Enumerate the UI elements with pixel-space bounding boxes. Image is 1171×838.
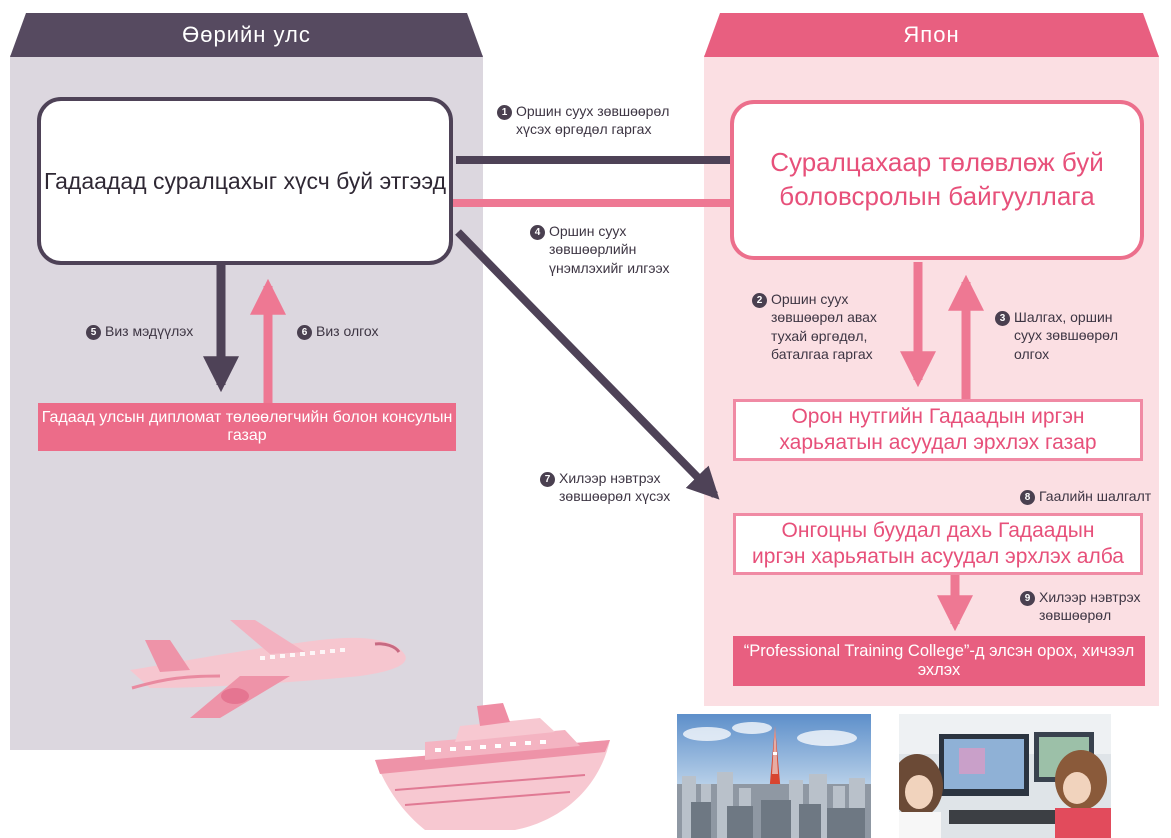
step-3-line3: олгох — [1014, 345, 1050, 362]
school-label-line1: Суралцахаар төлөвлөж буй — [770, 147, 1104, 178]
step-7-label: 7 Хилээр нэвтрэх зөвшөөрөл хүсэх — [540, 469, 670, 506]
airplane-icon — [130, 620, 406, 718]
step-8-label: 8 Гаалийн шалгалт — [1020, 487, 1151, 505]
step-4-line2: зөвшөөрлийн — [549, 241, 637, 258]
school-label-line2: боловсролын байгууллага — [779, 181, 1095, 211]
applicant-label: Гадаадад суралцахыг хүсч буй этгээд — [43, 167, 447, 194]
home-country-header: Өөрийн улс — [10, 13, 483, 57]
step-2-line4: баталгаа гаргах — [771, 346, 873, 363]
step-2-line3: тухай өргөдөл, — [771, 327, 868, 344]
admission-label: “Professional Training College”-д элсэн … — [743, 642, 1135, 679]
step-6-label: 6 Виз олгох — [297, 322, 379, 340]
airport-immigration-line2: иргэн харьяатын асуудал эрхлэх алба — [752, 545, 1124, 568]
step-9-line1: Хилээр нэвтрэх — [1039, 589, 1141, 605]
step-4-line1: Оршин суух — [549, 223, 627, 239]
step-1-badge: 1 — [497, 105, 512, 120]
step-8-badge: 8 — [1020, 490, 1035, 505]
tokyo-tower-photo — [677, 714, 871, 838]
step-4-line3: үнэмлэхийг илгээх — [549, 259, 670, 276]
consulate-box: Гадаад улсын дипломат төлөөлөгчийн болон… — [38, 403, 456, 451]
school-box: Суралцахаар төлөвлөж буй боловсролын бай… — [730, 100, 1144, 260]
step-3-label: 3 Шалгах, оршин суух зөвшөөрөл олгох — [995, 308, 1118, 363]
step-7-line2: зөвшөөрөл хүсэх — [559, 488, 671, 505]
admission-box: “Professional Training College”-д элсэн … — [733, 636, 1145, 686]
step-9-line2: зөвшөөрөл — [1039, 607, 1112, 624]
step-4-badge: 4 — [530, 225, 545, 240]
step-2-line1: Оршин суух — [771, 291, 849, 307]
local-immigration-box: Орон нутгийн Гадаадын иргэн харьяатын ас… — [733, 399, 1143, 461]
local-immigration-line2: харьяатын асуудал эрхлэх газар — [779, 431, 1097, 454]
step-7-badge: 7 — [540, 472, 555, 487]
step-3-line1: Шалгах, оршин — [1014, 309, 1113, 325]
step-9-label: 9 Хилээр нэвтрэх зөвшөөрөл — [1020, 588, 1140, 625]
step-9-badge: 9 — [1020, 591, 1035, 606]
cruise-ship-icon — [375, 703, 610, 830]
step-5-line1: Виз мэдүүлэх — [105, 323, 194, 339]
japan-header: Япон — [704, 13, 1159, 57]
step-2-line2: зөвшөөрөл авах — [771, 309, 877, 326]
step-2-badge: 2 — [752, 293, 767, 308]
step-6-line1: Виз олгох — [316, 323, 379, 339]
step-7-line1: Хилээр нэвтрэх — [559, 470, 661, 486]
airport-immigration-line1: Онгоцны буудал дахь Гадаадын — [781, 518, 1095, 542]
step-1-label: 1 Оршин суух зөвшөөрөл хүсэх өргөдөл гарг… — [497, 102, 669, 139]
step-1-line1: Оршин суух зөвшөөрөл — [516, 103, 670, 119]
step-1-line2: хүсэх өргөдөл гаргах — [516, 121, 652, 138]
step-3-badge: 3 — [995, 311, 1010, 326]
step-6-badge: 6 — [297, 325, 312, 340]
local-immigration-line1: Орон нутгийн Гадаадын иргэн — [791, 404, 1085, 428]
step-3-line2: суух зөвшөөрөл — [1014, 327, 1119, 344]
consulate-label: Гадаад улсын дипломат төлөөлөгчийн болон… — [41, 409, 453, 444]
step-2-label: 2 Оршин суух зөвшөөрөл авах тухай өргөдөл… — [752, 290, 877, 364]
step-5-badge: 5 — [86, 325, 101, 340]
step-5-label: 5 Виз мэдүүлэх — [86, 322, 193, 340]
applicant-box: Гадаадад суралцахыг хүсч буй этгээд — [37, 97, 453, 265]
step-4-label: 4 Оршин суух зөвшөөрлийн үнэмлэхийг илгээ… — [530, 222, 670, 277]
airport-immigration-box: Онгоцны буудал дахь Гадаадын иргэн харья… — [733, 513, 1143, 575]
arrow-step-7 — [455, 229, 720, 500]
step-8-line1: Гаалийн шалгалт — [1039, 488, 1152, 504]
students-photo — [899, 714, 1111, 838]
